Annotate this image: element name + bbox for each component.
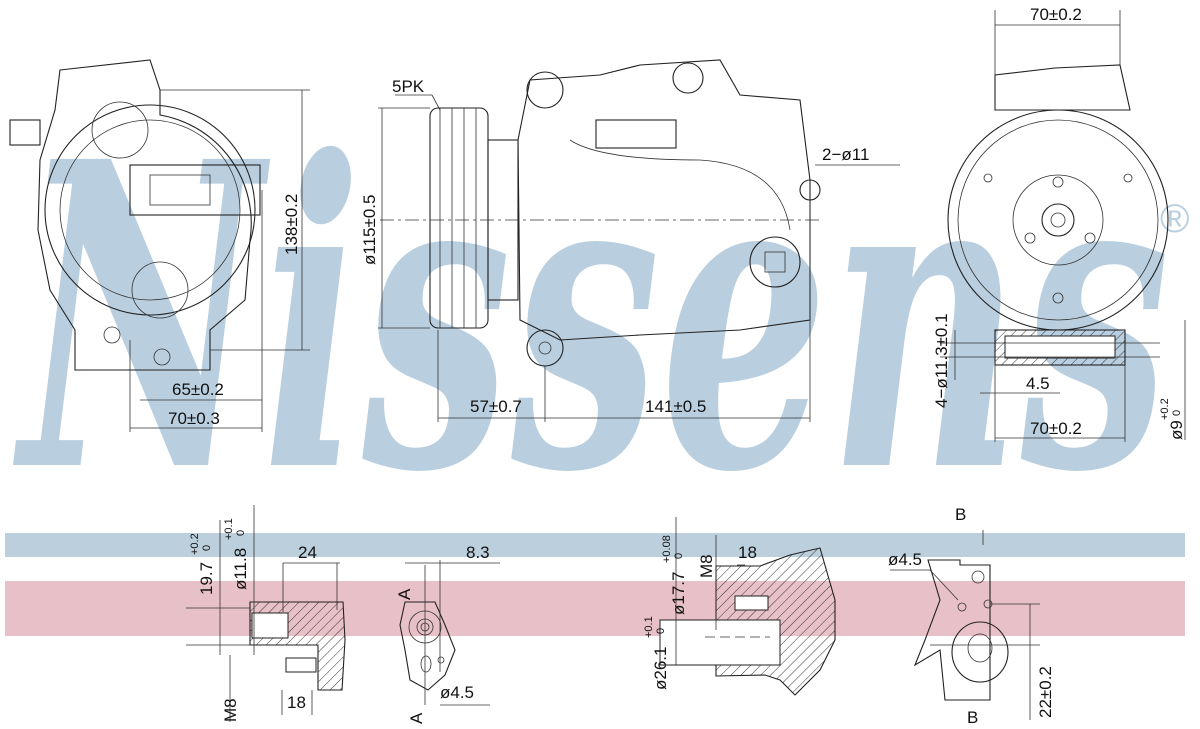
mount-holes-label: 2−ø11: [822, 145, 869, 164]
dim-24: 24: [298, 543, 317, 562]
dim-11-8: ø11.8 +0.1 0: [223, 518, 250, 590]
side-view: [378, 59, 900, 422]
dim-70-front-bottom: 70±0.2: [1030, 419, 1082, 438]
svg-text:ø9: ø9: [1167, 420, 1186, 440]
section-b-top: B: [955, 505, 966, 524]
svg-text:ø11.8: ø11.8: [231, 548, 250, 590]
dim-22: 22±0.2: [1036, 666, 1055, 718]
dim-19-7: 19.7 +0.2 0: [189, 533, 216, 595]
dim-8-3: 8.3: [466, 543, 490, 562]
svg-text:0: 0: [1171, 410, 1183, 416]
svg-text:+0.1: +0.1: [643, 616, 655, 638]
pink-stripe: [5, 581, 1185, 636]
svg-text:0: 0: [655, 628, 667, 634]
dim-18-right: 18: [738, 543, 757, 562]
svg-text:0: 0: [673, 553, 685, 559]
dim-17-7: ø17.7 +0.08 0: [661, 535, 688, 615]
dim-holes: 4−ø11.3±0.1: [932, 313, 951, 408]
svg-text:+0.08: +0.08: [661, 535, 673, 563]
rear-view: [9, 59, 310, 432]
thread-m8-right: M8: [697, 554, 716, 578]
front-view: [940, 10, 1186, 442]
detail-right: [659, 517, 836, 696]
blue-stripe: [5, 533, 1185, 557]
detail-a: [399, 560, 500, 706]
detail-left: [186, 505, 346, 722]
dim-70-rear: 70±0.3: [168, 409, 220, 428]
svg-text:+0.2: +0.2: [189, 533, 201, 555]
svg-text:+0.2: +0.2: [1159, 398, 1171, 420]
dim-pulley-diameter: ø115±0.5: [360, 195, 379, 265]
svg-text:ø26.1: ø26.1: [651, 647, 670, 690]
section-b-bottom: B: [967, 708, 978, 727]
svg-text:+0.1: +0.1: [223, 518, 235, 540]
dim-4-5: 4.5: [1026, 374, 1050, 393]
registered-mark: ®: [1160, 197, 1189, 241]
dim-bore: ø9 +0.2 0: [1159, 398, 1186, 440]
svg-text:0: 0: [201, 545, 213, 551]
detail-b: [890, 530, 1040, 720]
dim-18-left: 18: [287, 693, 306, 712]
thread-m8-left: M8: [221, 698, 240, 722]
belt-label: 5PK: [392, 77, 425, 96]
hole-4-5-b: ø4.5: [888, 550, 922, 569]
dim-65: 65±0.2: [172, 380, 224, 399]
section-a-bottom: A: [407, 712, 426, 724]
dim-70-front-top: 70±0.2: [1030, 5, 1082, 24]
svg-text:0: 0: [235, 530, 247, 536]
dim-141: 141±0.5: [645, 397, 706, 416]
nissens-watermark: Nissens: [12, 72, 1170, 565]
section-a-top: A: [395, 588, 414, 600]
dim-57: 57±0.7: [470, 397, 522, 416]
svg-text:19.7: 19.7: [197, 562, 216, 595]
dim-26-1: ø26.1 +0.1 0: [643, 616, 670, 690]
hole-4-5-a: ø4.5: [440, 683, 474, 702]
dim-138: 138±0.2: [282, 194, 301, 255]
svg-text:ø17.7: ø17.7: [669, 572, 688, 615]
